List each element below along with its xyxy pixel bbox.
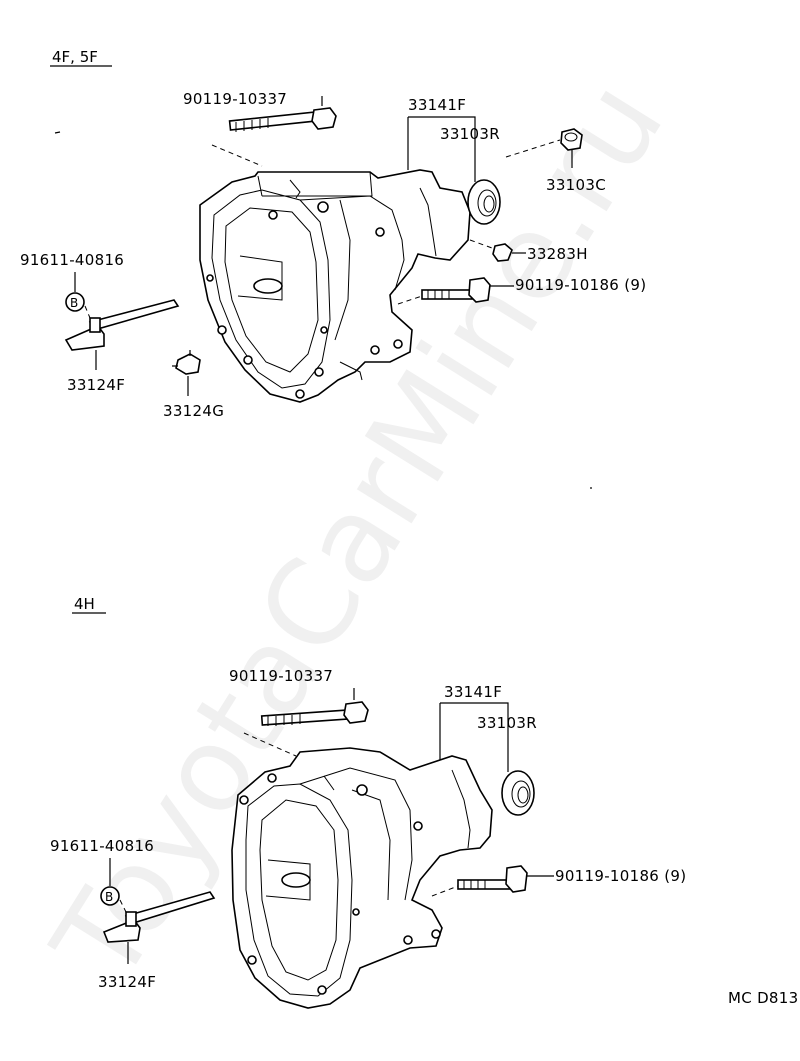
- label-bolt-long: 90119-10337: [229, 667, 333, 685]
- oil-seal: [501, 770, 535, 816]
- long-bolt: [260, 688, 369, 726]
- breather: [469, 239, 526, 262]
- b-mark-circle: [65, 292, 85, 312]
- label-plug: 33103C: [546, 176, 606, 194]
- label-seal: 33103R: [440, 125, 500, 143]
- long-bolt: [228, 96, 337, 132]
- section-title: 4F, 5F: [52, 48, 98, 66]
- label-tube: 33124F: [67, 376, 125, 394]
- label-tube: 33124F: [98, 973, 156, 991]
- oil-seal: [467, 179, 501, 225]
- b-mark: B: [70, 296, 78, 310]
- b-mark-circle: [100, 886, 120, 906]
- label-breather: 33283H: [527, 245, 588, 263]
- label-bracket: 33124G: [163, 402, 224, 420]
- bracket: [172, 350, 201, 396]
- label-case: 33141F: [408, 96, 466, 114]
- label-case: 33141F: [444, 683, 502, 701]
- breather-tube: [64, 299, 180, 370]
- label-clip: 91611-40816: [50, 837, 154, 855]
- section-4h: 4H 90119-10337 33141F 33103R: [50, 595, 798, 1009]
- label-bolt-side: 90119-10186 (9): [515, 276, 646, 294]
- label-bolt-long: 90119-10337: [183, 90, 287, 108]
- label-clip: 91611-40816: [20, 251, 124, 269]
- transmission-case: [231, 747, 493, 1009]
- side-bolt: [431, 865, 554, 897]
- label-bolt-side: 90119-10186 (9): [555, 867, 686, 885]
- plug: [560, 128, 583, 168]
- label-seal: 33103R: [477, 714, 537, 732]
- diagram-code: MC D813: [728, 989, 798, 1007]
- side-bolt: [397, 277, 514, 305]
- transmission-case: [199, 169, 471, 403]
- b-mark: B: [105, 890, 113, 904]
- section-title: 4H: [74, 595, 95, 613]
- breather-tube: [102, 891, 216, 964]
- section-4f-5f: 4F, 5F 90119-10337 33141F 33103R: [20, 48, 646, 489]
